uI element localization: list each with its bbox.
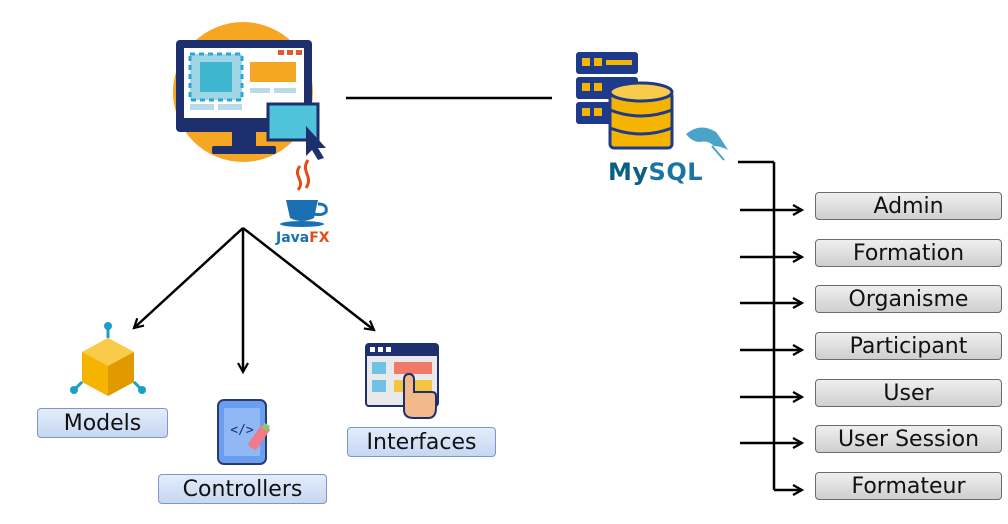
table-box-admin: Admin [815, 192, 1002, 220]
table-box-formateur: Formateur [815, 472, 1002, 500]
table-box-user-session: User Session [815, 425, 1002, 453]
controllers-phone-icon: </> [217, 399, 271, 465]
controllers-box: Controllers [158, 474, 327, 504]
table-box-participant: Participant [815, 332, 1002, 360]
database-server-icon [576, 52, 674, 150]
javafx-logo-icon [280, 159, 328, 227]
javafx-label-java: Java [276, 230, 310, 246]
models-cube-icon [70, 322, 146, 396]
module-branch-arrows [134, 227, 374, 372]
table-box-organisme: Organisme [815, 285, 1002, 313]
interfaces-box: Interfaces [347, 427, 496, 457]
mysql-label: MySQL [608, 158, 703, 186]
svg-text:</>: </> [230, 423, 254, 438]
javafx-label-fx: FX [309, 230, 330, 246]
mysql-label-my: My [608, 158, 649, 186]
table-box-user: User [815, 379, 1002, 407]
javafx-label: JavaFX [276, 230, 330, 246]
mysql-label-sql: SQL [648, 158, 704, 186]
desktop-app-icon [173, 22, 326, 162]
models-box: Models [37, 408, 168, 438]
table-box-formation: Formation [815, 239, 1002, 267]
table-tree-connectors [738, 160, 802, 490]
interfaces-window-icon [365, 343, 439, 419]
mysql-dolphin-icon [686, 127, 728, 161]
